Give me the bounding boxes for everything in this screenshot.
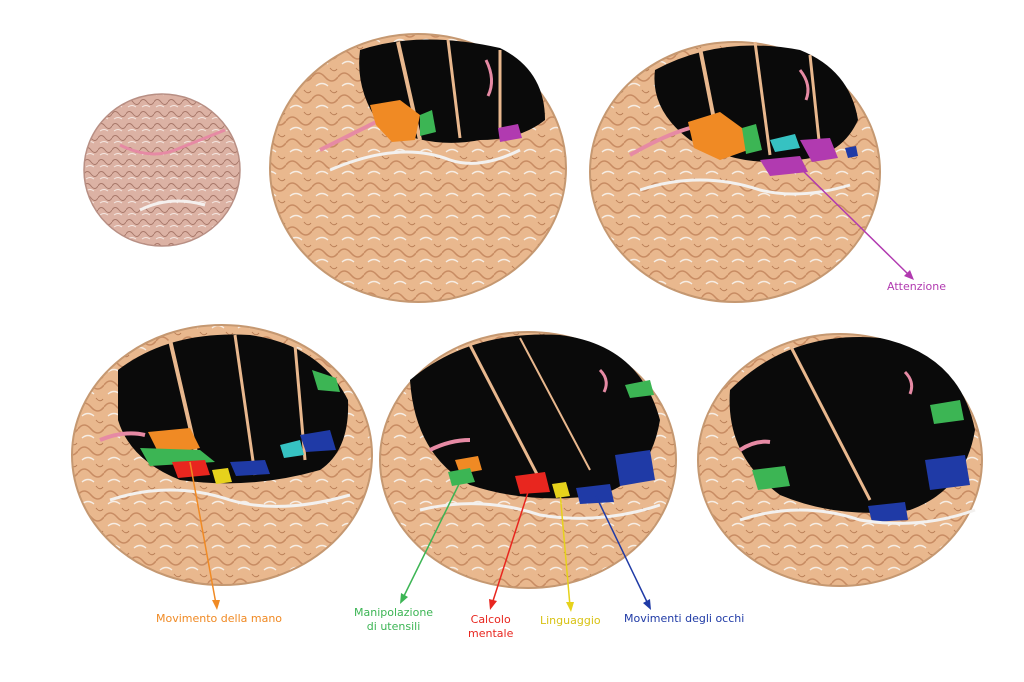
arrow-hand-movement	[189, 461, 220, 610]
label-tool-manipulation: Manipolazione di utensili	[354, 606, 433, 634]
label-language: Linguaggio	[540, 614, 601, 627]
label-tool-manipulation-line2: di utensili	[366, 620, 421, 633]
label-mental-calculation-line2: mentale	[468, 627, 514, 640]
brain-slice-4	[379, 331, 677, 589]
arrow-eye-movements	[595, 495, 651, 610]
brain-slice-2	[589, 41, 881, 303]
arrow-language	[559, 491, 574, 612]
label-mental-calculation: Calcolo mentale	[468, 613, 513, 641]
label-tool-manipulation-line1: Manipolazione	[354, 606, 434, 619]
arrow-attention	[799, 167, 914, 280]
brain-slice-1	[269, 33, 567, 303]
label-attention: Attenzione	[887, 280, 946, 293]
label-mental-calculation-line1: Calcolo	[470, 613, 511, 626]
arrow-mental-calculation	[489, 485, 531, 610]
label-eye-movements: Movimenti degli occhi	[624, 612, 745, 625]
reference-brain	[83, 93, 241, 247]
arrow-tool-manipulation	[400, 477, 463, 604]
brain-slice-5	[697, 333, 983, 587]
brain-slice-3	[71, 324, 373, 586]
label-hand-movement: Movimento della mano	[156, 612, 283, 625]
